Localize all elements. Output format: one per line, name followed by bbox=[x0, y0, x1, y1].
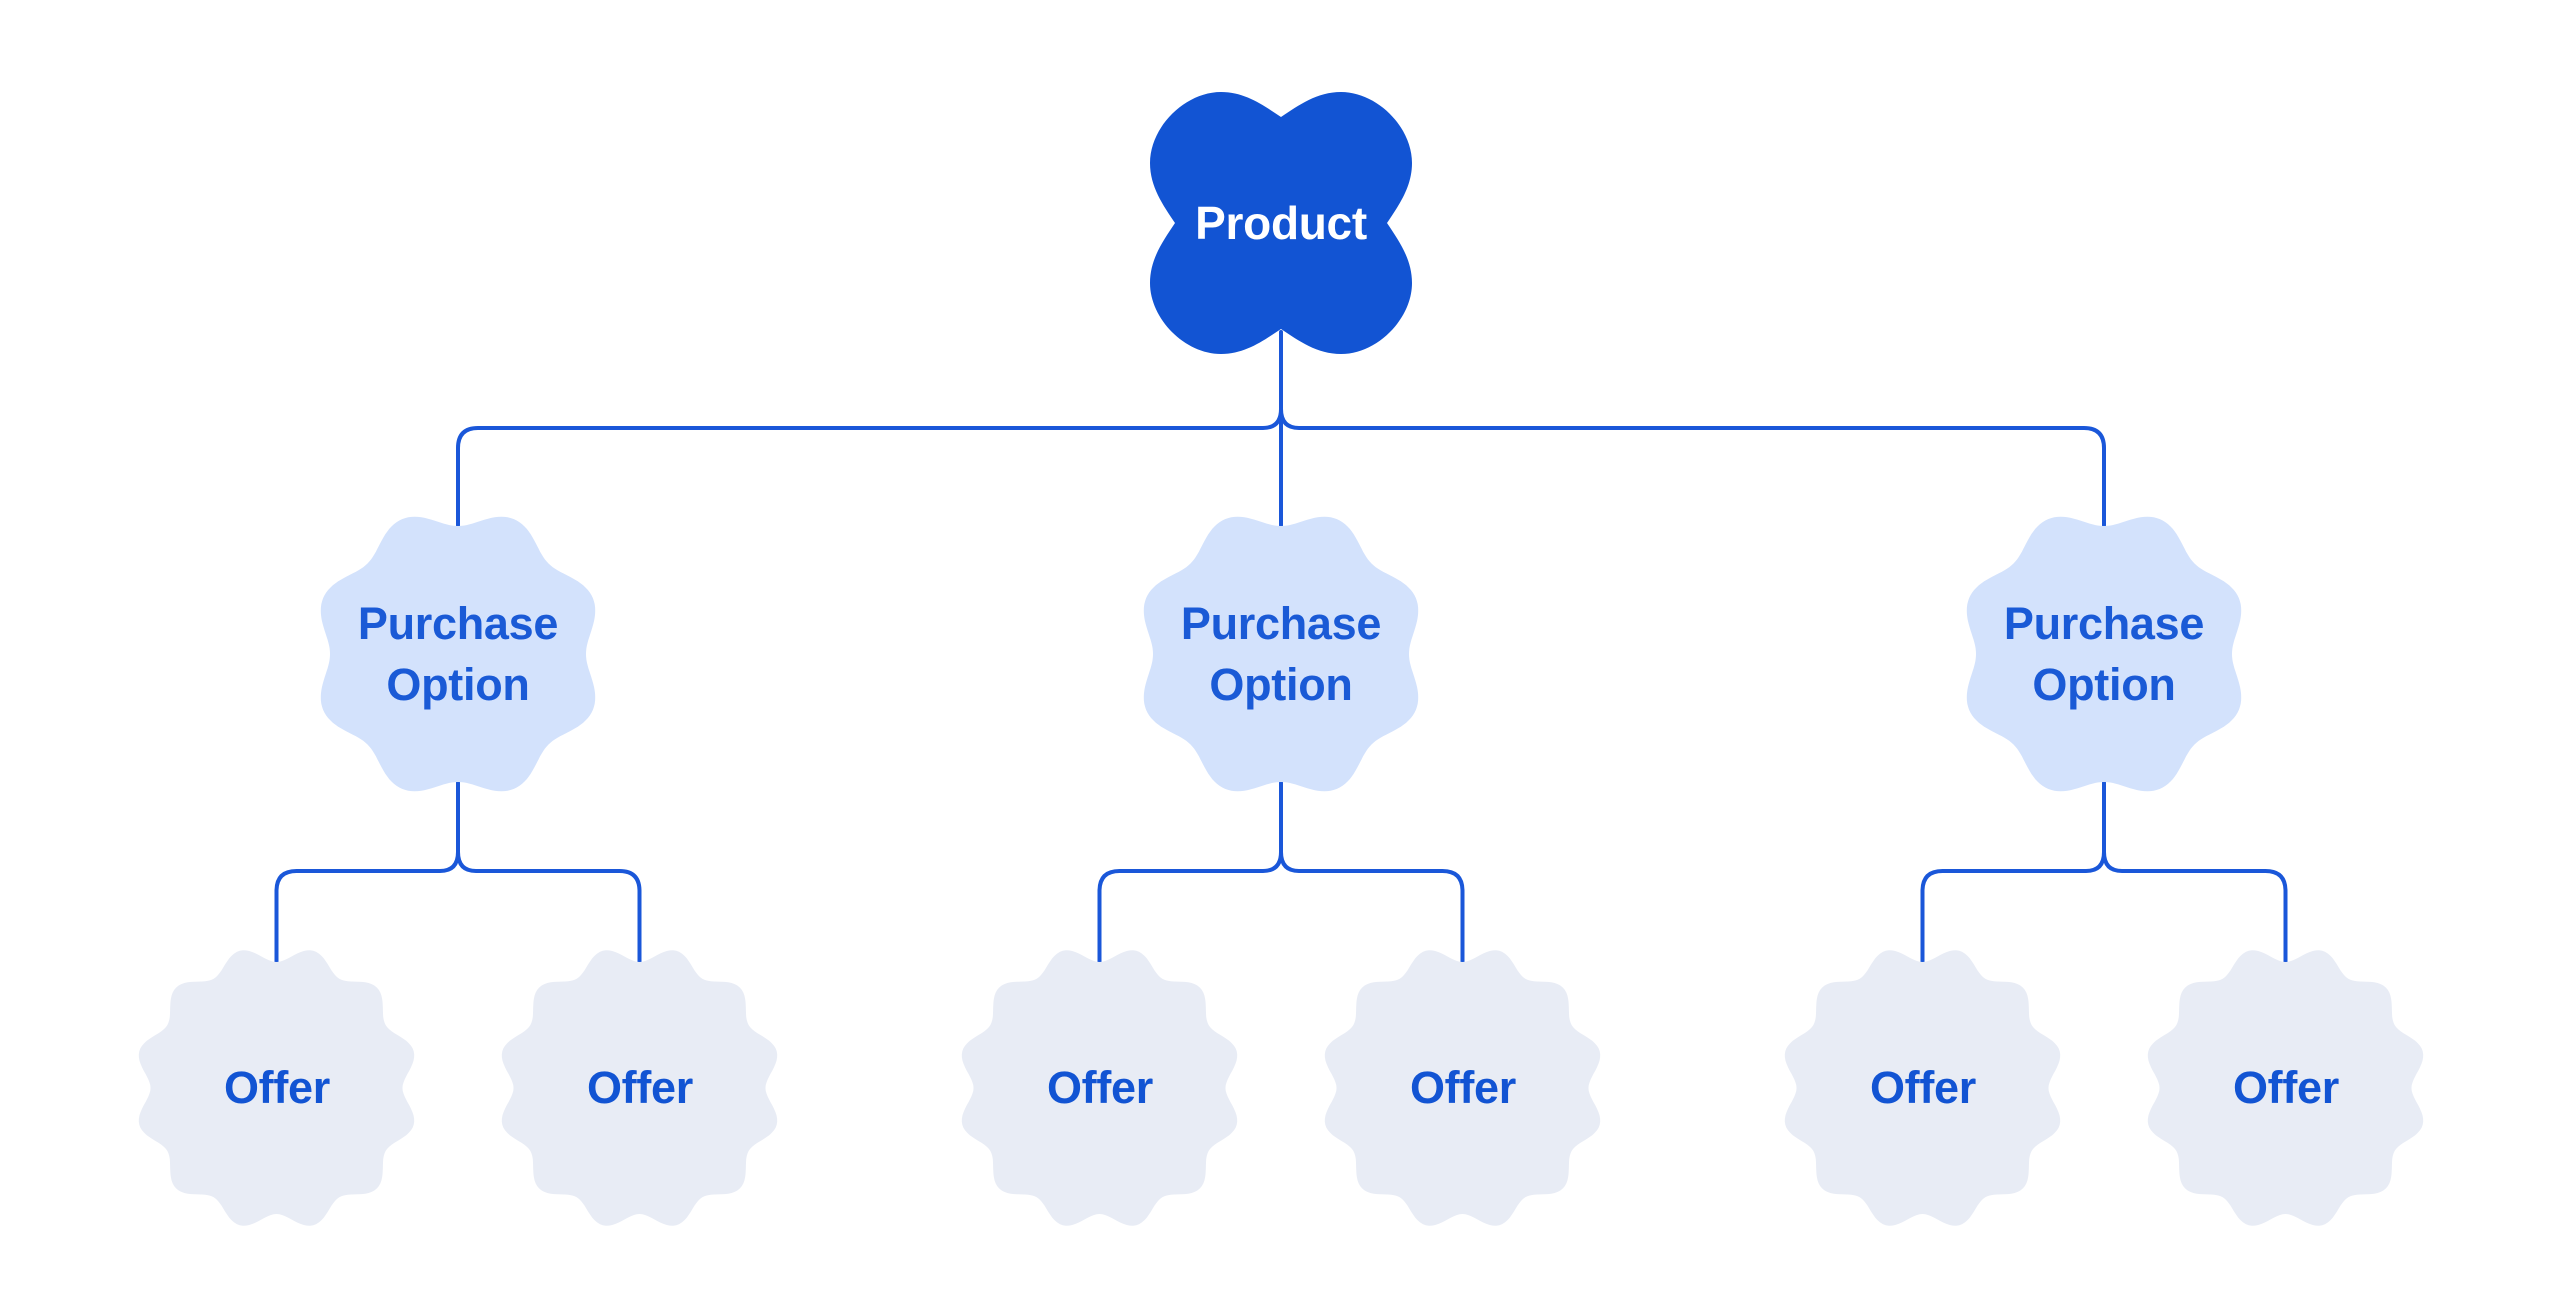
offer-node-shape bbox=[961, 950, 1238, 1226]
purchase-option-node-shape bbox=[1966, 516, 2242, 792]
offer-node-label: Offer bbox=[1046, 1062, 1153, 1113]
connector-left-purchase-option-to-offer-1 bbox=[274, 850, 460, 966]
offer-node-label: Offer bbox=[1869, 1062, 1976, 1113]
connector-right-purchase-option-to-offer-2 bbox=[2102, 850, 2288, 966]
offer-node-label: Offer bbox=[1409, 1062, 1516, 1113]
offer-node-shape bbox=[1324, 950, 1601, 1226]
offer-node-shape bbox=[138, 950, 415, 1226]
product-node-shape bbox=[1150, 92, 1412, 354]
connector-right-purchase-option-to-offer-1 bbox=[1920, 850, 2106, 966]
offer-node-shape bbox=[501, 950, 778, 1226]
connector-middle-purchase-option-to-offer-1 bbox=[1097, 850, 1283, 966]
purchase-option-node-label: Purchase Option bbox=[1180, 598, 1382, 710]
connector-product-to-right-purchase-option bbox=[1279, 407, 2106, 528]
purchase-option-node-shape bbox=[1143, 516, 1419, 792]
offer-node-label: Offer bbox=[586, 1062, 693, 1113]
offer-node-shape bbox=[1784, 950, 2061, 1226]
offer-node-label: Offer bbox=[2232, 1062, 2339, 1113]
connector-left-purchase-option-to-offer-2 bbox=[456, 850, 642, 966]
offer-node-shape bbox=[2147, 950, 2424, 1226]
purchase-option-node-label: Purchase Option bbox=[2003, 598, 2205, 710]
connector-product-to-left-purchase-option bbox=[456, 407, 1283, 528]
connector-middle-purchase-option-to-offer-2 bbox=[1279, 850, 1465, 966]
product-node-label: Product bbox=[1195, 197, 1367, 249]
offer-node-label: Offer bbox=[223, 1062, 330, 1113]
purchase-option-node-label: Purchase Option bbox=[357, 598, 559, 710]
connector-lines bbox=[274, 330, 2288, 966]
purchase-option-node-shape bbox=[320, 516, 596, 792]
